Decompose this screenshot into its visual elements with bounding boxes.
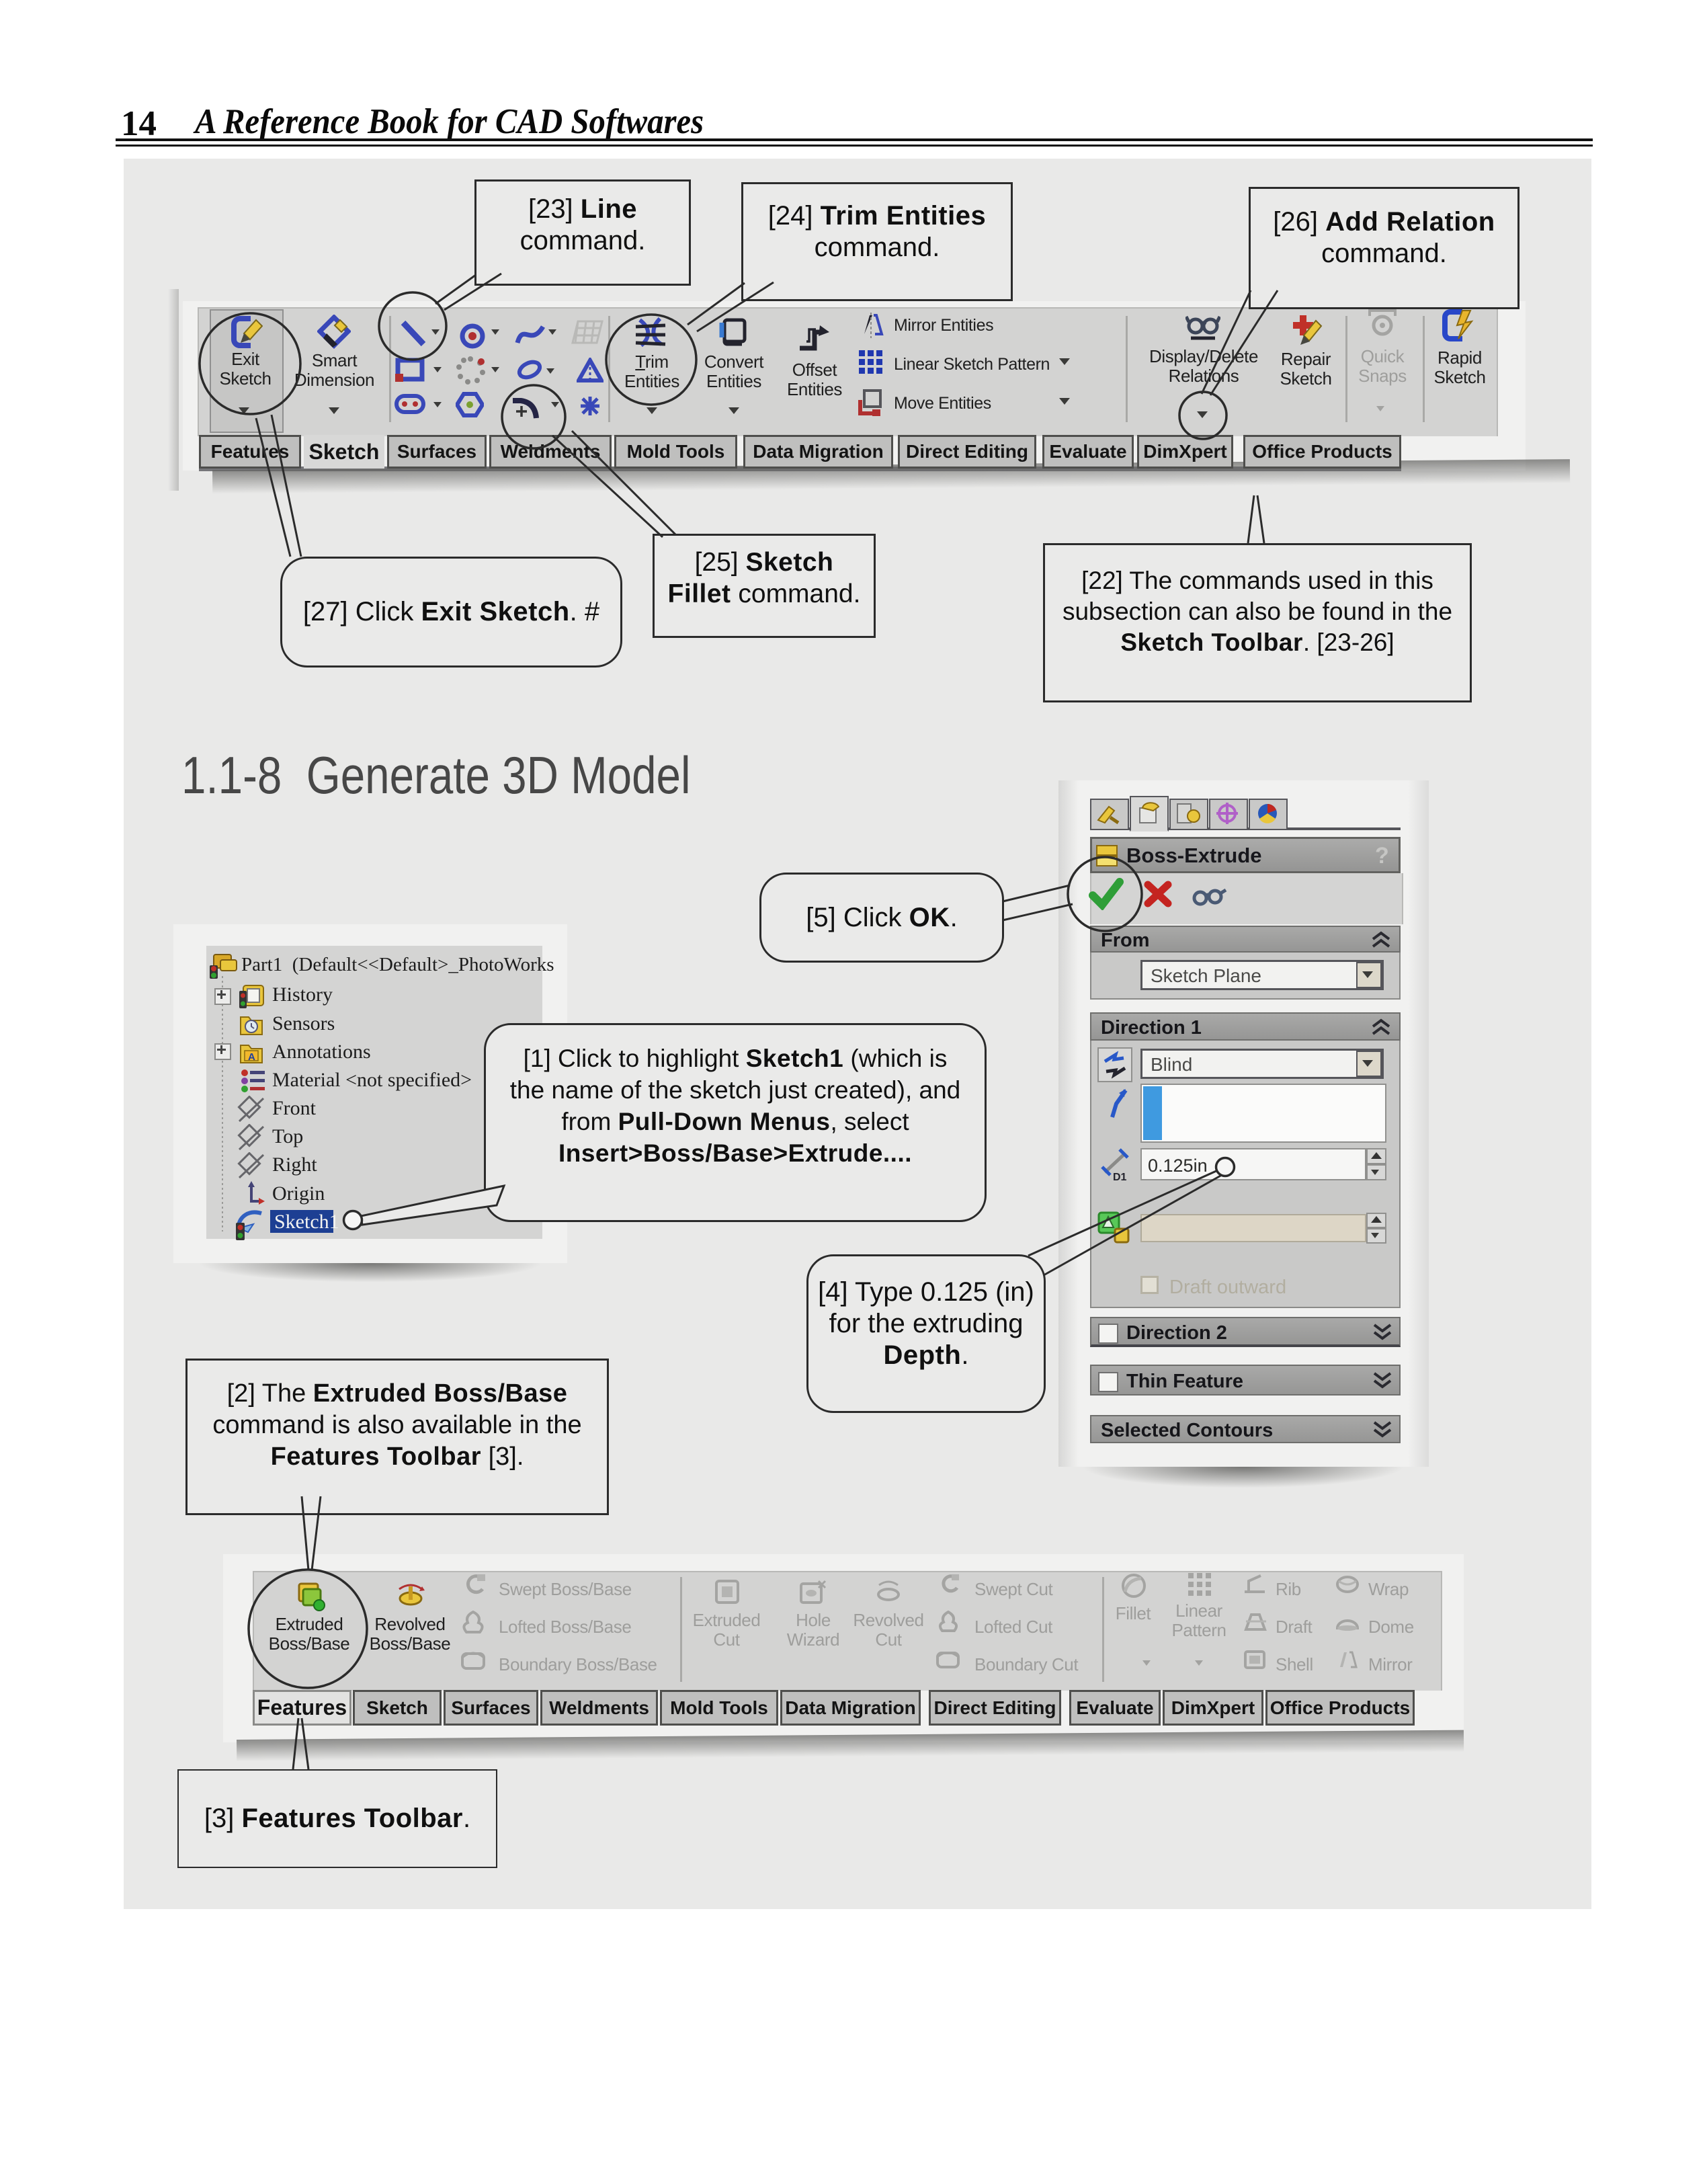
svg-text:A: A <box>248 1051 255 1063</box>
svg-text:D1: D1 <box>1113 1172 1127 1182</box>
